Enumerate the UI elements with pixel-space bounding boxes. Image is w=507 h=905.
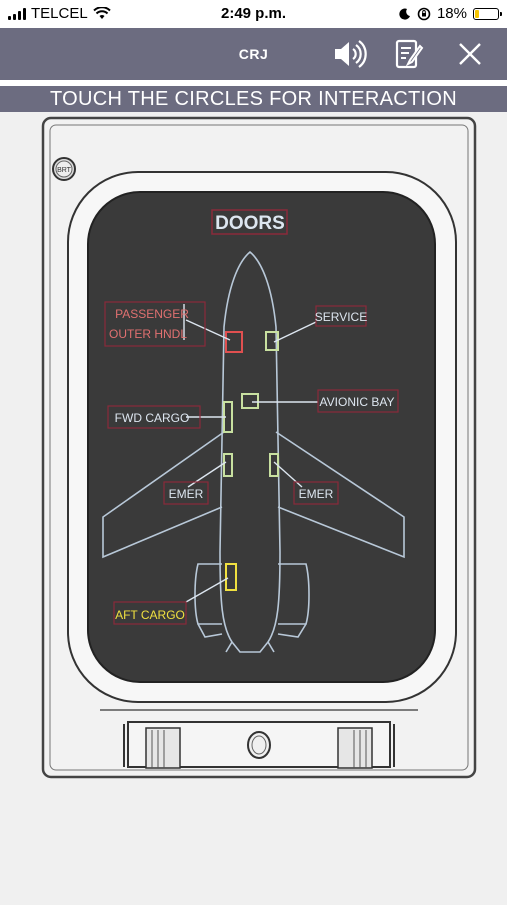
passenger-label-group: PASSENGER OUTER HNDL: [104, 301, 206, 347]
panel-svg: BRT DOORS: [41, 116, 477, 779]
aircraft-outline: [102, 250, 405, 653]
display-screen: [87, 191, 436, 683]
app-title: CRJ: [238, 46, 269, 62]
clock: 2:49 p.m.: [220, 5, 287, 22]
status-bar: TELCEL 2:49 p.m. 18%: [0, 0, 507, 28]
close-button[interactable]: [450, 36, 490, 72]
sound-button[interactable]: [330, 36, 370, 72]
service-label-group: SERVICE: [315, 305, 367, 327]
notes-button[interactable]: [389, 36, 429, 72]
brt-label: BRT: [57, 167, 72, 174]
title-box: [211, 209, 288, 235]
label-passenger-line2: OUTER HNDL: [109, 327, 187, 341]
door-aft-cargo[interactable]: [225, 563, 237, 591]
leader-lines: [183, 304, 318, 603]
carrier-label: TELCEL: [31, 5, 88, 22]
doors-panel: BRT DOORS: [0, 112, 507, 900]
moon-icon: [399, 8, 410, 20]
wifi-icon: [93, 7, 111, 19]
panel-screw: [247, 731, 271, 759]
app-header: CRJ: [0, 28, 507, 80]
panel-bezel-inner: [49, 124, 469, 771]
door-service[interactable]: [265, 331, 279, 351]
right-latch: [337, 727, 373, 769]
door-passenger[interactable]: [225, 331, 243, 353]
label-passenger-line1: PASSENGER: [115, 307, 189, 321]
door-emer-left[interactable]: [223, 453, 233, 477]
aft-cargo-label-group: AFT CARGO: [113, 601, 187, 625]
label-avionic-bay: AVIONIC BAY: [320, 395, 395, 409]
instruction-banner: TOUCH THE CIRCLES FOR INTERACTION: [0, 86, 507, 112]
label-service: SERVICE: [315, 310, 367, 324]
status-left: TELCEL: [8, 5, 111, 22]
status-right: 18%: [399, 5, 502, 22]
orientation-lock-icon: [417, 7, 431, 20]
label-aft-cargo: AFT CARGO: [115, 608, 185, 622]
battery-icon: [473, 7, 502, 20]
header-divider: [0, 80, 507, 86]
left-latch: [145, 727, 181, 769]
notes-icon: [395, 39, 424, 69]
fwd-cargo-label-group: FWD CARGO: [107, 405, 201, 429]
emer-right-label-group: EMER: [293, 481, 339, 505]
screen-title: DOORS: [215, 213, 285, 234]
label-emer-left: EMER: [169, 487, 204, 501]
label-emer-right: EMER: [299, 487, 334, 501]
close-icon: [459, 43, 481, 65]
panel-handle: [100, 709, 418, 769]
emer-left-label-group: EMER: [163, 481, 209, 505]
label-fwd-cargo: FWD CARGO: [115, 411, 190, 425]
door-avionic-bay[interactable]: [241, 393, 259, 409]
avionic-label-group: AVIONIC BAY: [317, 389, 399, 413]
speaker-icon: [335, 40, 367, 68]
brt-knob[interactable]: BRT: [52, 157, 76, 181]
battery-percent: 18%: [436, 5, 467, 22]
signal-icon: [8, 7, 26, 20]
